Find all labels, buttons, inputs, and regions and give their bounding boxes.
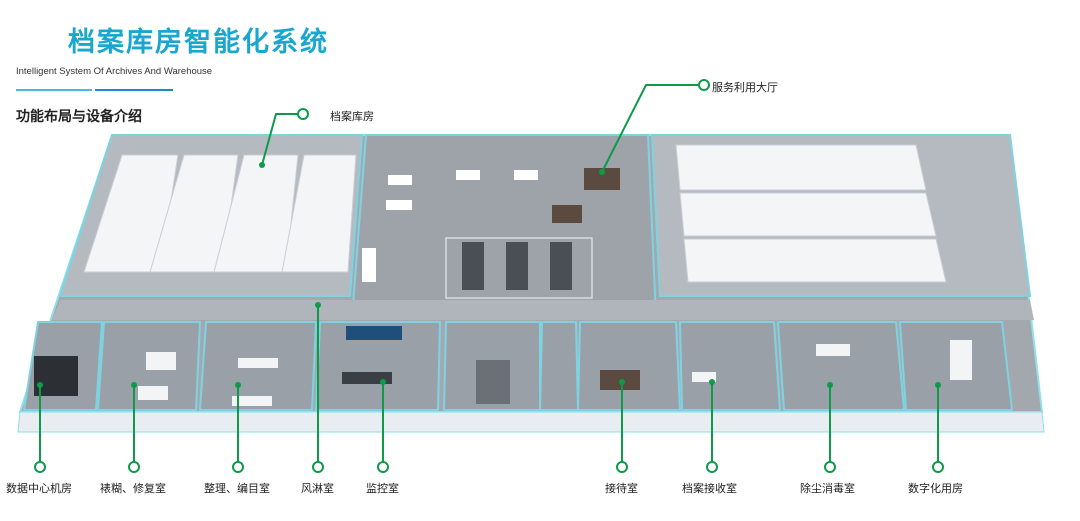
hall-tables: [362, 170, 538, 282]
receiving-desks: [692, 372, 716, 382]
page-subtitle: Intelligent System Of Archives And Wareh…: [16, 66, 213, 77]
sorting-desks: [232, 358, 278, 406]
front-wall: [17, 411, 1045, 433]
callouts: [39, 84, 939, 464]
section-heading: 功能布局与设备介绍: [16, 109, 142, 125]
monitor-wall: [346, 326, 402, 340]
label-monitoring: 监控室: [366, 482, 399, 495]
page-title: 档案库房智能化系统: [68, 27, 329, 58]
archive-shelves: [83, 154, 357, 273]
hall-desks: [462, 242, 572, 290]
label-reception: 接待室: [605, 482, 638, 495]
label-service-hall: 服务利用大厅: [712, 81, 778, 94]
disinfection-desks: [816, 344, 850, 356]
callout-markers: [34, 79, 944, 473]
title-underline-right: [95, 89, 173, 91]
title-underline-left: [16, 89, 92, 91]
label-archive-room: 档案库房: [330, 110, 374, 123]
stairs: [476, 360, 510, 404]
hall-lounge: [552, 168, 620, 223]
digital-desks: [950, 340, 972, 380]
corridor: [52, 300, 1034, 320]
label-archive-receiving: 档案接收室: [682, 482, 737, 495]
monitor-console: [342, 372, 392, 384]
anchor-dots: [37, 162, 941, 388]
label-sorting-cataloging: 整理、编目室: [204, 482, 270, 495]
server-racks: [34, 356, 78, 396]
repair-tables: [138, 352, 176, 400]
label-dust-disinfection: 除尘消毒室: [800, 482, 855, 495]
service-hall-floor: [350, 134, 658, 319]
label-digital-room: 数字化用房: [908, 482, 963, 495]
label-mounting-repair: 裱糊、修复室: [100, 482, 166, 495]
right-shelves: [675, 144, 947, 283]
label-data-center: 数据中心机房: [6, 482, 72, 495]
hall-rug: [445, 237, 593, 299]
label-air-shower: 风淋室: [301, 482, 334, 495]
